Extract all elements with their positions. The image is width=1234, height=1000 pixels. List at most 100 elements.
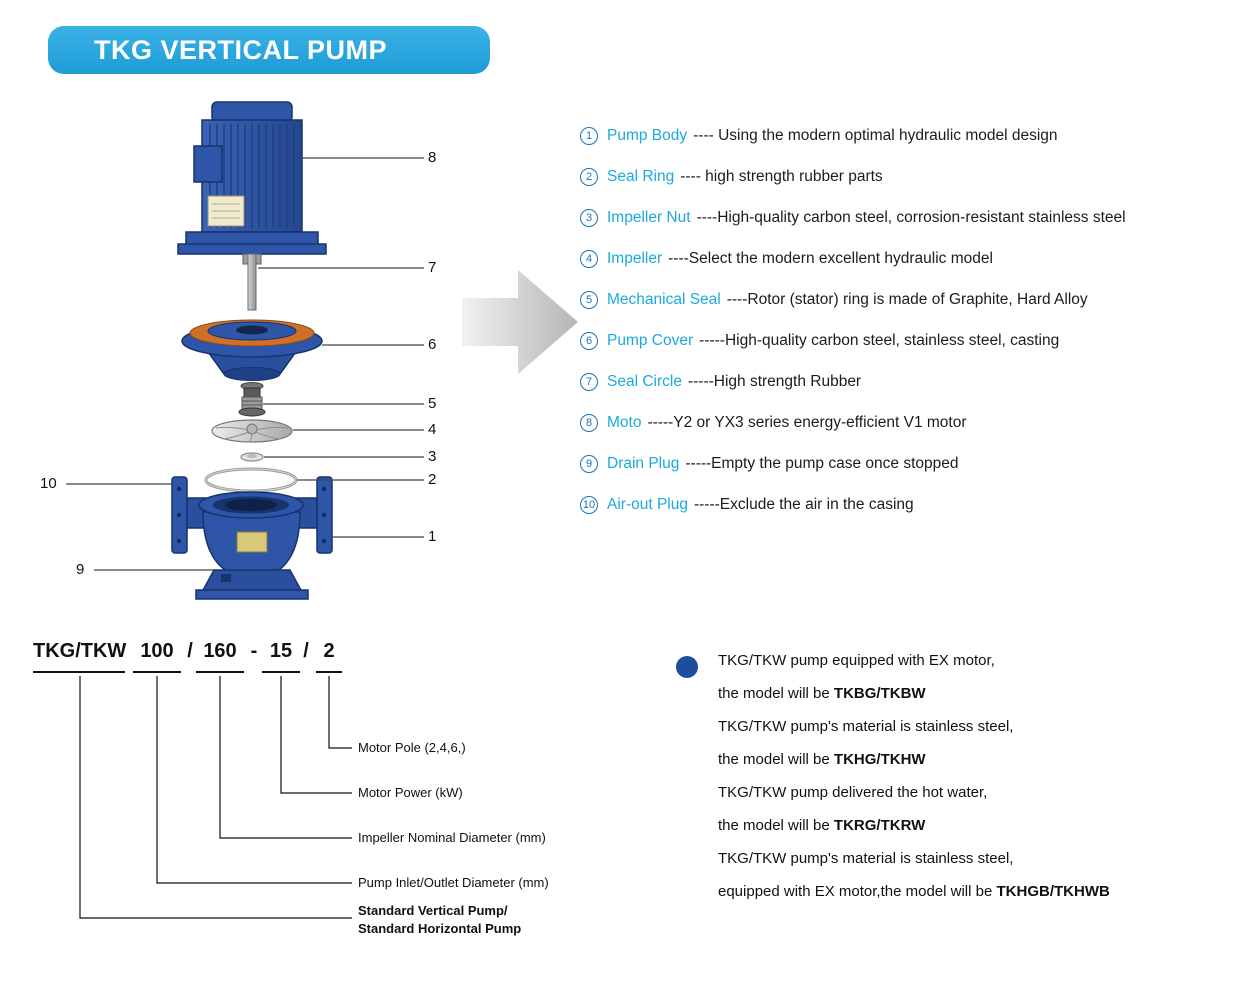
- circled-number: 4: [580, 250, 598, 268]
- note-text: TKG/TKW pump's material is stainless ste…: [718, 850, 1014, 867]
- note-model-code: TKBG/TKBW: [833, 685, 926, 702]
- shaft-part: [242, 253, 262, 311]
- transition-arrow: [462, 270, 578, 374]
- note-text: TKG/TKW pump delivered the hot water,: [718, 784, 988, 801]
- note-line: TKG/TKW pump's material is stainless ste…: [718, 716, 1196, 737]
- circled-number: 6: [580, 332, 598, 350]
- part-name: Mechanical Seal: [607, 291, 721, 308]
- page-title: TKG VERTICAL PUMP: [94, 34, 388, 65]
- impeller-part: [211, 419, 293, 443]
- note-line: TKG/TKW pump delivered the hot water,: [718, 782, 1196, 803]
- parts-list-item: 10 Air-out Plug -----Exclude the air in …: [580, 493, 1126, 517]
- model-label-motor-power: Motor Power (kW): [358, 785, 463, 800]
- part-description: ----Select the modern excellent hydrauli…: [668, 250, 993, 267]
- circled-number: 10: [580, 496, 598, 514]
- callout-number-9: 9: [76, 561, 85, 578]
- parts-list-item: 8 Moto -----Y2 or YX3 series energy-effi…: [580, 411, 1126, 435]
- circled-number: 9: [580, 455, 598, 473]
- callout-number-2: 2: [428, 471, 437, 488]
- part-description: ----Rotor (stator) ring is made of Graph…: [726, 291, 1088, 308]
- note-line: equipped with EX motor,the model will be…: [718, 881, 1196, 902]
- part-name: Drain Plug: [607, 455, 680, 472]
- motor-part: [177, 101, 327, 255]
- model-code-inlet-diameter: 100: [133, 640, 181, 673]
- circled-number: 7: [580, 373, 598, 391]
- part-description: -----Exclude the air in the casing: [693, 496, 914, 513]
- part-description: ----High-quality carbon steel, corrosion…: [696, 209, 1126, 226]
- callout-number-10: 10: [40, 475, 57, 492]
- callout-number-1: 1: [428, 528, 437, 545]
- impeller-nut-part: [240, 452, 264, 462]
- note-text: TKG/TKW pump equipped with EX motor,: [718, 652, 995, 669]
- note-text: equipped with EX motor,the model will be: [718, 883, 997, 900]
- part-name: Seal Circle: [607, 373, 682, 390]
- parts-list-item: 5 Mechanical Seal ----Rotor (stator) rin…: [580, 288, 1126, 312]
- parts-list-item: 1 Pump Body ---- Using the modern optima…: [580, 124, 1126, 148]
- part-name: Pump Cover: [607, 332, 694, 349]
- model-code-separator: /: [303, 640, 309, 662]
- notes-lines: TKG/TKW pump equipped with EX motor, the…: [718, 650, 1196, 902]
- parts-list-item: 3 Impeller Nut ----High-quality carbon s…: [580, 206, 1126, 230]
- note-line: the model will be TKBG/TKBW: [718, 683, 1196, 704]
- part-description: ---- high strength rubber parts: [680, 168, 883, 185]
- model-code-motor-pole: 2: [316, 640, 342, 673]
- seal-ring-part: [204, 467, 298, 493]
- circled-number: 3: [580, 209, 598, 227]
- part-name: Impeller Nut: [607, 209, 691, 226]
- model-code-series: TKG/TKW: [33, 640, 126, 673]
- notes-section: TKG/TKW pump equipped with EX motor, the…: [676, 650, 1196, 902]
- note-text: TKG/TKW pump's material is stainless ste…: [718, 718, 1014, 735]
- callout-number-5: 5: [428, 395, 437, 412]
- model-code-separator: -: [250, 640, 258, 662]
- part-description: ---- Using the modern optimal hydraulic …: [693, 127, 1058, 144]
- part-description: -----Empty the pump case once stopped: [685, 455, 959, 472]
- callout-number-7: 7: [428, 259, 437, 276]
- note-line: TKG/TKW pump equipped with EX motor,: [718, 650, 1196, 671]
- parts-list-item: 2 Seal Ring ---- high strength rubber pa…: [580, 165, 1126, 189]
- part-name: Seal Ring: [607, 168, 675, 185]
- note-text: the model will be: [718, 751, 834, 768]
- parts-list-item: 9 Drain Plug -----Empty the pump case on…: [580, 452, 1126, 476]
- model-code-lines: [79, 676, 352, 919]
- callout-number-6: 6: [428, 336, 437, 353]
- model-code-separator: /: [187, 640, 193, 662]
- note-line: TKG/TKW pump's material is stainless ste…: [718, 848, 1196, 869]
- part-name: Air-out Plug: [607, 496, 688, 513]
- callout-number-4: 4: [428, 421, 437, 438]
- part-name: Pump Body: [607, 127, 688, 144]
- model-label-standard-horizontal: Standard Horizontal Pump: [358, 921, 522, 936]
- part-name: Moto: [607, 414, 642, 431]
- note-model-code: TKRG/TKRW: [833, 817, 926, 834]
- note-line: the model will be TKHG/TKHW: [718, 749, 1196, 770]
- callout-number-8: 8: [428, 149, 437, 166]
- note-text: the model will be: [718, 817, 834, 834]
- page-title-banner: TKG VERTICAL PUMP: [48, 26, 490, 74]
- mechanical-seal-part: [238, 382, 266, 417]
- bullet-icon: [676, 656, 698, 678]
- circled-number: 2: [580, 168, 598, 186]
- note-model-code: TKHGB/TKHWB: [996, 883, 1110, 900]
- part-description: -----Y2 or YX3 series energy-efficient V…: [647, 414, 967, 431]
- model-label-motor-pole: Motor Pole (2,4,6,): [358, 740, 466, 755]
- parts-list-item: 7 Seal Circle -----High strength Rubber: [580, 370, 1126, 394]
- note-model-code: TKHG/TKHW: [833, 751, 926, 768]
- note-text: the model will be: [718, 685, 834, 702]
- part-description: -----High-quality carbon steel, stainles…: [699, 332, 1060, 349]
- model-label-impeller-diameter: Impeller Nominal Diameter (mm): [358, 830, 546, 845]
- pump-body-part: [171, 476, 333, 600]
- circled-number: 8: [580, 414, 598, 432]
- part-description: -----High strength Rubber: [687, 373, 862, 390]
- leader-lines: [66, 157, 424, 571]
- parts-list-item: 6 Pump Cover -----High-quality carbon st…: [580, 329, 1126, 353]
- model-code-impeller-diameter: 160: [196, 640, 244, 673]
- parts-list-item: 4 Impeller ----Select the modern excelle…: [580, 247, 1126, 271]
- model-label-inlet-outlet: Pump Inlet/Outlet Diameter (mm): [358, 875, 549, 890]
- pump-cover-part: [181, 319, 323, 381]
- model-label-standard-vertical: Standard Vertical Pump/: [358, 903, 508, 918]
- model-code-motor-power: 15: [262, 640, 300, 673]
- part-name: Impeller: [607, 250, 663, 267]
- callout-number-3: 3: [428, 448, 437, 465]
- circled-number: 1: [580, 127, 598, 145]
- parts-list: 1 Pump Body ---- Using the modern optima…: [580, 124, 1126, 517]
